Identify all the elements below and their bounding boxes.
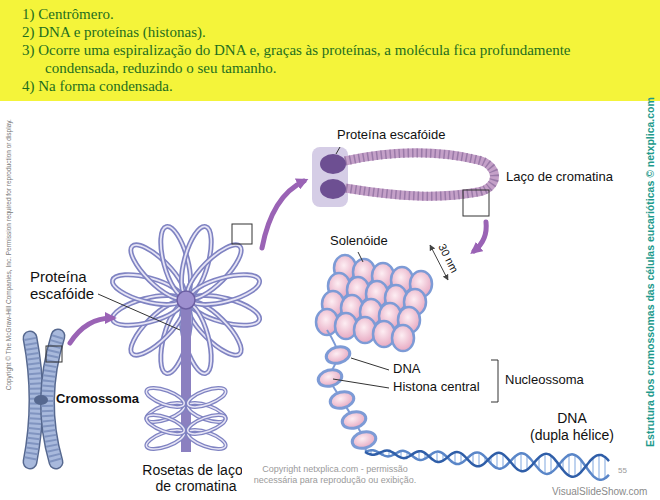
header-band: 1) Centrômero.2) DNA e proteínas (histon…	[0, 0, 660, 101]
leader-line	[98, 147, 498, 402]
part-label: Laço de cromatina	[506, 170, 613, 185]
chromatin-loop	[187, 269, 263, 311]
leader-line	[491, 360, 498, 402]
nucleosome-chain	[340, 409, 367, 431]
chromatin-loop-detail	[312, 147, 495, 216]
dna-double-helix	[568, 455, 570, 476]
zoom-box	[463, 190, 489, 216]
part-label: Histona central	[393, 380, 480, 395]
list-item: 3) Ocorre uma espiralização do DNA e, gr…	[22, 41, 630, 77]
part-label: Nucleossoma	[505, 373, 584, 388]
part-label: DNA	[512, 410, 632, 426]
leader-line	[333, 379, 389, 388]
part-label: (dupla hélice)	[512, 427, 632, 443]
chromatin-loop	[144, 411, 186, 438]
page-number: 55	[618, 466, 627, 475]
part-label: Solenóide	[330, 234, 388, 249]
chromatin-loop-detail	[320, 179, 346, 199]
solenoid-fibre	[316, 255, 432, 351]
zoom-arrow	[70, 181, 486, 343]
dna-double-helix	[550, 456, 552, 473]
dna-double-helix	[574, 455, 576, 477]
dna-double-helix	[604, 457, 606, 478]
part-label: DNA	[393, 362, 420, 377]
chromatin-loop	[185, 384, 227, 411]
dna-double-helix	[520, 453, 522, 471]
nucleosome-chain	[324, 344, 351, 366]
vertical-caption: Estrutura dos cromossomas das células eu…	[644, 97, 656, 447]
chromatin-loop	[144, 384, 186, 411]
dna-double-helix	[478, 453, 480, 467]
zoom-arrow	[262, 181, 304, 248]
leader-line	[336, 147, 340, 154]
chromatin-loop	[144, 384, 186, 411]
part-label: Rosetas de laços de cromatina	[134, 462, 258, 494]
leader-line	[98, 294, 180, 330]
dimension-label: 30 nm	[435, 242, 460, 275]
chromatin-loop	[144, 411, 186, 438]
chromatin-loop	[187, 269, 263, 311]
list-item: 1) Centrômero.	[22, 5, 630, 23]
scaffold-protein	[177, 291, 195, 309]
nucleosome-chain	[328, 389, 355, 411]
leader-line	[351, 358, 389, 370]
dna-double-helix	[496, 453, 498, 468]
chromatin-loop-detail	[312, 147, 348, 207]
chromosome	[34, 395, 48, 405]
solenoid-fibre	[392, 325, 414, 351]
nucleosome-chain	[316, 367, 343, 389]
leader-line	[358, 252, 363, 262]
chromatin-loop	[144, 384, 228, 453]
dna-double-helix	[502, 454, 504, 468]
chromatin-loop	[144, 384, 186, 411]
zoom-arrow	[474, 222, 486, 251]
chromatin-rosette	[109, 223, 262, 452]
dna-double-helix	[544, 454, 546, 474]
part-label: Proteína escafóide	[30, 268, 110, 303]
chromatin-loop-detail	[320, 154, 346, 174]
zoom-box	[232, 224, 252, 244]
list-item: 2) DNA e proteínas (histonas).	[22, 23, 630, 41]
dna-double-helix	[592, 458, 594, 476]
chromatin-loop	[185, 411, 227, 438]
copyright-note: Copyright netxplica.com - permissão nece…	[242, 464, 428, 486]
watermark: VisualSlideShow.com	[552, 486, 647, 498]
zoom-arrow	[70, 318, 112, 343]
copyright-note: Copyright © The McGraw-Hill Companies, I…	[5, 119, 12, 390]
part-label: Proteína escafóide	[337, 128, 445, 143]
nucleosome-chain	[350, 429, 377, 451]
part-label: Cromossoma	[56, 392, 139, 407]
chromatin-loop	[185, 411, 227, 438]
chromatin-loop	[185, 411, 227, 438]
chromatin-loop	[187, 269, 263, 311]
list-item: 4) Na forma condensada.	[22, 77, 630, 95]
chromosome	[46, 346, 62, 362]
nucleosome-chain	[316, 330, 377, 452]
chromatin-loop	[185, 384, 227, 411]
chromatin-loop	[185, 384, 227, 411]
chromatin-loop	[144, 411, 186, 438]
dna-double-helix	[598, 455, 600, 480]
